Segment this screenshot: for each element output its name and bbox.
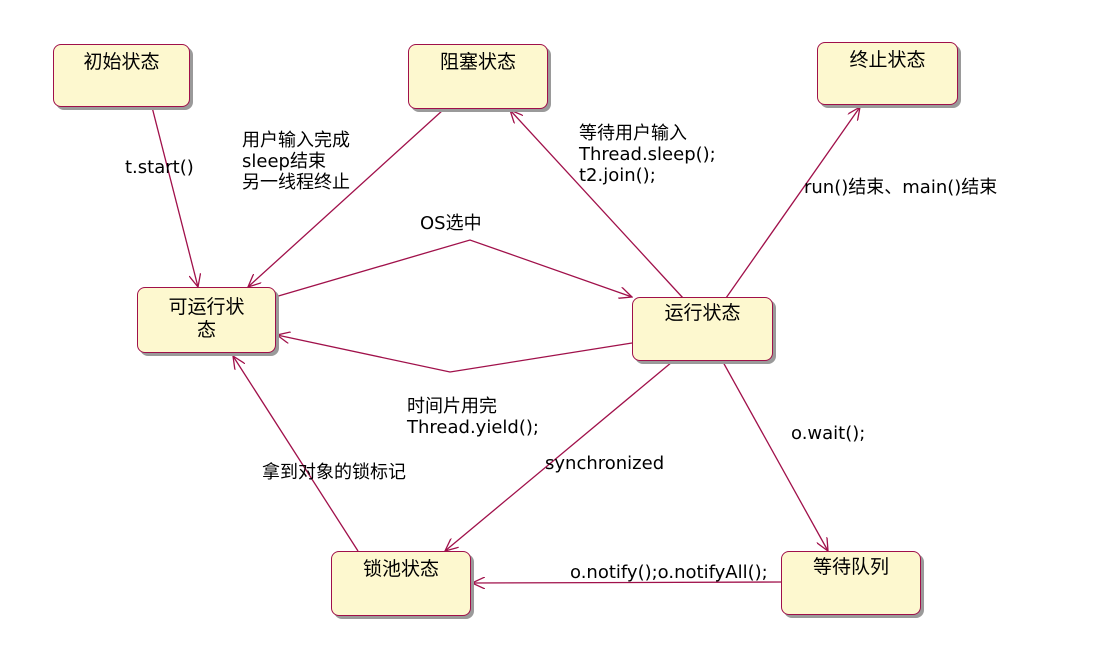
arrow-running-to-terminated (725, 107, 860, 299)
label-start: t.start() (125, 157, 194, 178)
arrow-running-to-lock-pool (445, 361, 673, 551)
label-wait: o.wait(); (791, 423, 866, 444)
label-synchronized: synchronized (545, 453, 665, 474)
label-notify: o.notify();o.notifyAll(); (570, 562, 768, 583)
arrow-blocked-to-runnable (248, 109, 444, 287)
state-blocked: 阻塞状态 (408, 44, 548, 109)
state-terminated: 终止状态 (817, 42, 958, 105)
label-unblock: 用户输入完成 sleep结束 另一线程终止 (242, 130, 350, 193)
arrow-wait-queue-to-lock-pool (472, 582, 783, 583)
state-initial: 初始状态 (53, 44, 190, 107)
label-yield: 时间片用完 Thread.yield(); (407, 396, 539, 438)
arrow-running-to-blocked (510, 110, 684, 299)
arrow-lock-pool-to-runnable (233, 356, 359, 552)
label-got-lock: 拿到对象的锁标记 (262, 462, 406, 483)
state-lock-pool: 锁池状态 (331, 551, 471, 616)
label-finish: run()结束、main()结束 (804, 177, 998, 198)
label-os-select: OS选中 (420, 213, 482, 234)
arrow-running-to-runnable (277, 335, 633, 373)
arrow-running-to-wait-queue (722, 361, 828, 551)
arrow-initial-to-runnable (151, 106, 198, 287)
state-wait-queue: 等待队列 (781, 551, 921, 615)
label-block: 等待用户输入 Thread.sleep(); t2.join(); (579, 123, 716, 186)
state-runnable: 可运行状 态 (137, 287, 276, 353)
arrow-runnable-to-running (274, 239, 632, 297)
state-running: 运行状态 (632, 297, 773, 361)
